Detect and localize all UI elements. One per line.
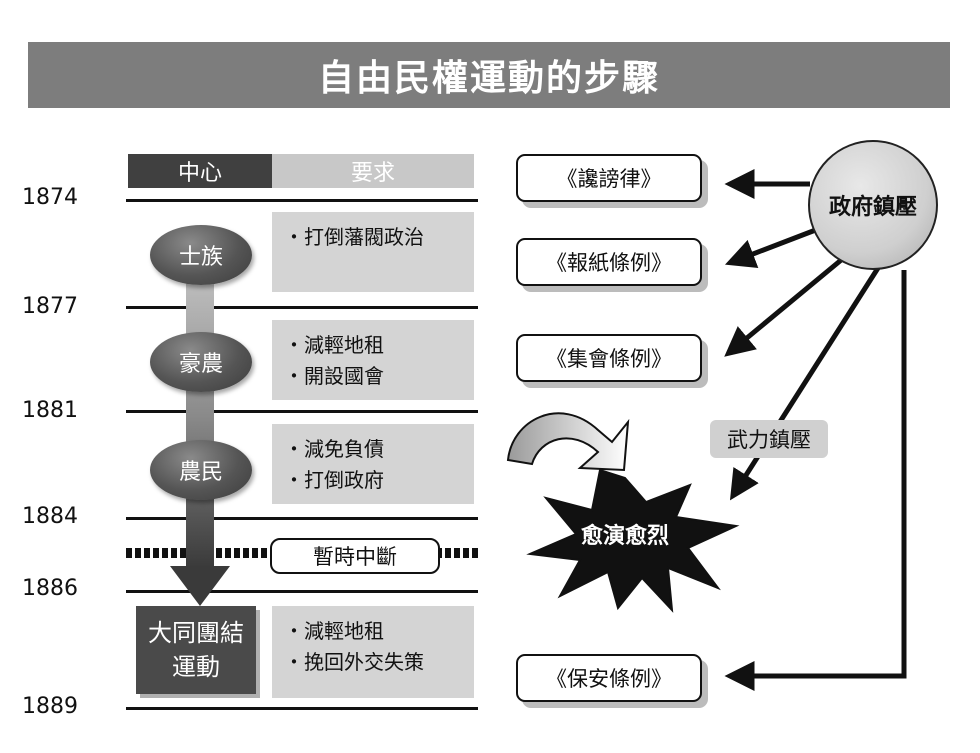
arrow-to-law-3 — [724, 254, 848, 357]
header-demand: 要求 — [272, 154, 474, 188]
year-label-1877: 1877 — [22, 294, 78, 319]
escalation-curve-arrow — [506, 412, 630, 472]
arrow-force-to-burst — [729, 266, 881, 501]
arrow-to-law-4 — [724, 270, 907, 691]
demand-item: ・打倒藩閥政治 — [284, 225, 424, 249]
demand-box-2: ・減輕地租 ・開設國會 — [272, 320, 474, 400]
demand-item: ・減輕地租 — [284, 619, 384, 643]
pause-label: 暫時中斷 — [270, 538, 440, 574]
law-box-assembly: 《集會條例》 — [516, 334, 702, 382]
law-box-peace-preservation: 《保安條例》 — [516, 654, 702, 702]
year-label-1884: 1884 — [22, 504, 78, 529]
arrow-to-law-2 — [724, 223, 827, 268]
force-suppression-label: 武力鎮壓 — [710, 420, 828, 458]
final-movement-line2: 運動 — [172, 653, 220, 681]
demand-box-4: ・減輕地租 ・挽回外交失策 — [272, 606, 474, 698]
escalation-label: 愈演愈烈 — [580, 524, 669, 549]
center-oval-shizoku: 士族 — [150, 225, 252, 285]
timeline-line-1886 — [126, 590, 478, 593]
year-label-1874: 1874 — [22, 185, 78, 210]
law-box-defamation: 《讒謗律》 — [516, 154, 702, 202]
year-label-1889: 1889 — [22, 694, 78, 719]
center-oval-nomin: 農民 — [150, 440, 252, 500]
timeline-line-1874 — [126, 199, 478, 202]
header-center: 中心 — [128, 154, 272, 188]
demand-box-1: ・打倒藩閥政治 — [272, 212, 474, 292]
timeline-line-1877 — [126, 306, 478, 309]
pause-dashed-line-right — [436, 548, 478, 558]
demand-item: ・減輕地租 — [284, 333, 384, 357]
final-movement-line1: 大同團結 — [148, 619, 244, 647]
timeline-line-1881 — [126, 410, 478, 413]
demand-item: ・減免負債 — [284, 437, 384, 461]
government-suppression-circle: 政府鎮壓 — [808, 140, 938, 270]
demand-item: ・挽回外交失策 — [284, 650, 424, 674]
escalation-burst — [526, 468, 740, 613]
timeline-line-1889 — [126, 707, 478, 710]
timeline-line-1884 — [126, 517, 478, 520]
progression-arrow — [170, 230, 230, 606]
demand-box-3: ・減免負債 ・打倒政府 — [272, 424, 474, 504]
year-label-1881: 1881 — [22, 398, 78, 423]
law-box-newspaper: 《報紙條例》 — [516, 238, 702, 286]
center-oval-gono: 豪農 — [150, 332, 252, 392]
year-label-1886: 1886 — [22, 576, 78, 601]
demand-item: ・開設國會 — [284, 364, 384, 388]
page-title: 自由民權運動的步驟 — [28, 42, 950, 108]
demand-item: ・打倒政府 — [284, 468, 384, 492]
final-movement-box: 大同團結 運動 — [136, 606, 256, 694]
